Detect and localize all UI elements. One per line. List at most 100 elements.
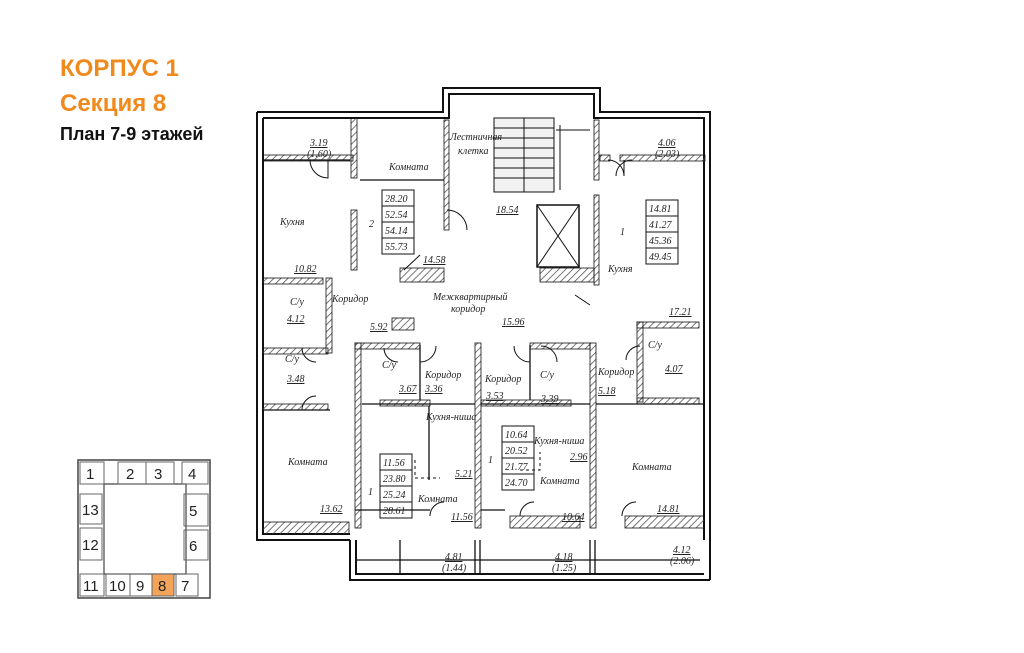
apartment-rooms: 2 [369, 219, 374, 230]
key-label-2: 2 [126, 466, 134, 483]
area-bal-b3: 4.12 [673, 545, 691, 556]
key-cell-10 [105, 573, 131, 597]
room-label-koridor-1: Коридор [331, 294, 368, 305]
room-label-common-corridor-2: коридор [451, 304, 485, 315]
key-label-9: 9 [136, 578, 144, 595]
key-cell-1 [79, 461, 105, 485]
area-kitchen-a2: 10.82 [294, 264, 317, 275]
room-label-su-4: С/у [382, 360, 396, 371]
key-label-1: 1 [86, 466, 94, 483]
room-label-koridor-2: Коридор [424, 370, 461, 381]
apartment-value: 52.54 [385, 210, 408, 221]
apartment-rooms: 1 [488, 455, 493, 466]
room-label-su-1: С/у [290, 297, 304, 308]
room-label-common-corridor-1: Межквартирный [432, 292, 507, 303]
area-su1-a2: 4.12 [287, 314, 305, 325]
apartment-value: 24.70 [505, 478, 528, 489]
key-cell-13 [79, 493, 103, 525]
section-title: Секция 8 [60, 90, 167, 117]
area-corr-a2: 5.92 [370, 322, 388, 333]
key-label-4: 4 [188, 466, 196, 483]
area-corr-a1r: 5.18 [598, 386, 616, 397]
room-label-stairwell-1: Лестничная [449, 132, 502, 143]
area-stair: 18.54 [496, 205, 519, 216]
room-label-stairwell-2: клетка [458, 146, 488, 157]
stair-and-elevator [493, 117, 590, 268]
room-label-komnata-2: Комната [287, 457, 328, 468]
room-label-koridor-4: Коридор [597, 367, 634, 378]
apartment-rooms: 1 [368, 487, 373, 498]
key-cell-6 [183, 529, 209, 561]
key-label-7: 7 [181, 578, 189, 595]
key-cell-12 [79, 527, 103, 561]
plan-title: План 7-9 этажей [60, 124, 204, 144]
area-labels: 3.19 (1.60) 4.06 (2.03) 10.82 14.58 18.5… [286, 138, 695, 574]
key-label-10: 10 [109, 578, 126, 595]
area-niche2: 2.96 [570, 452, 588, 463]
key-cell-3 [145, 461, 175, 485]
room-label-koridor-3: Коридор [484, 374, 521, 385]
building-title: КОРПУС 1 [60, 55, 179, 82]
apartment-box-2: 1 14.81 41.27 45.36 49.45 [620, 199, 679, 265]
apartment-box-3: 1 11.56 23.80 25.24 28.61 [368, 453, 413, 519]
area-bal-b2-sub: (1.25) [552, 563, 577, 574]
area-room-left-big: 13.62 [320, 504, 343, 515]
area-su-a1m: 3.67 [398, 384, 418, 395]
apartment-value: 55.73 [385, 242, 408, 253]
apartment-value: 20.52 [505, 446, 528, 457]
area-corr-a1m2: 3.53 [485, 391, 504, 402]
apartment-rooms: 1 [620, 227, 625, 238]
key-label-3: 3 [154, 466, 162, 483]
apartment-value: 23.80 [383, 474, 406, 485]
apartment-value: 11.56 [383, 458, 405, 469]
room-label-komnata-4: Комната [417, 494, 458, 505]
apartment-value: 54.14 [385, 226, 408, 237]
key-label-6: 6 [189, 538, 197, 555]
room-label-kukhnya-1: Кухня [279, 217, 305, 228]
key-cell-11 [79, 573, 105, 597]
partitions [263, 159, 704, 574]
room-label-niche-2: Кухня-ниша [533, 436, 584, 447]
area-bal-b1-sub: (1.44) [442, 563, 467, 574]
area-balcony-left: 3.19 [309, 138, 328, 149]
room-label-niche-1: Кухня-ниша [425, 412, 476, 423]
apartment-value: 28.20 [385, 194, 408, 205]
apartment-box-1: 2 28.20 52.54 54.14 55.73 [369, 189, 415, 255]
apartment-value: 21.77 [505, 462, 529, 473]
area-niche1: 5.21 [455, 469, 473, 480]
area-su2-a2: 3.48 [286, 374, 305, 385]
area-room-right: 14.81 [657, 504, 680, 515]
key-cell-7 [175, 573, 199, 597]
area-balcony-right-sub: (2.03) [655, 149, 680, 160]
apartment-value: 25.24 [383, 490, 406, 501]
room-label-komnata-5: Комната [539, 476, 580, 487]
area-room-a1m: 11.56 [451, 512, 473, 523]
key-label-12: 12 [82, 537, 99, 554]
room-label-komnata-1: Комната [388, 162, 429, 173]
area-common-corr: 15.96 [502, 317, 525, 328]
area-bal-b1: 4.81 [445, 552, 463, 563]
room-label-su-5: С/у [540, 370, 554, 381]
room-label-su-2: С/у [285, 354, 299, 365]
room-label-komnata-3: Комната [631, 462, 672, 473]
room-label-kukhnya-2: Кухня [607, 264, 633, 275]
key-cell-5 [183, 493, 209, 527]
area-su-a1m2: 3.39 [540, 394, 559, 405]
key-label-11: 11 [83, 578, 99, 595]
room-label-su-3: С/у [648, 340, 662, 351]
section-key-map: 1 2 3 4 5 6 7 8 9 10 11 12 13 [77, 459, 211, 599]
apartment-value: 14.81 [649, 204, 672, 215]
key-label-5: 5 [189, 503, 197, 520]
apartment-value: 28.61 [383, 506, 406, 517]
key-cell-4 [181, 461, 209, 485]
key-label-13: 13 [82, 502, 99, 519]
doors [301, 159, 641, 517]
apartment-box-4: 1 10.64 20.52 21.77 24.70 [488, 425, 535, 491]
area-room-a1m2: 10.64 [562, 512, 585, 523]
apartment-value: 41.27 [649, 220, 673, 231]
apartment-value: 49.45 [649, 252, 672, 263]
area-bal-b2: 4.18 [555, 552, 573, 563]
apartment-value: 10.64 [505, 430, 528, 441]
area-balcony-right: 4.06 [658, 138, 676, 149]
